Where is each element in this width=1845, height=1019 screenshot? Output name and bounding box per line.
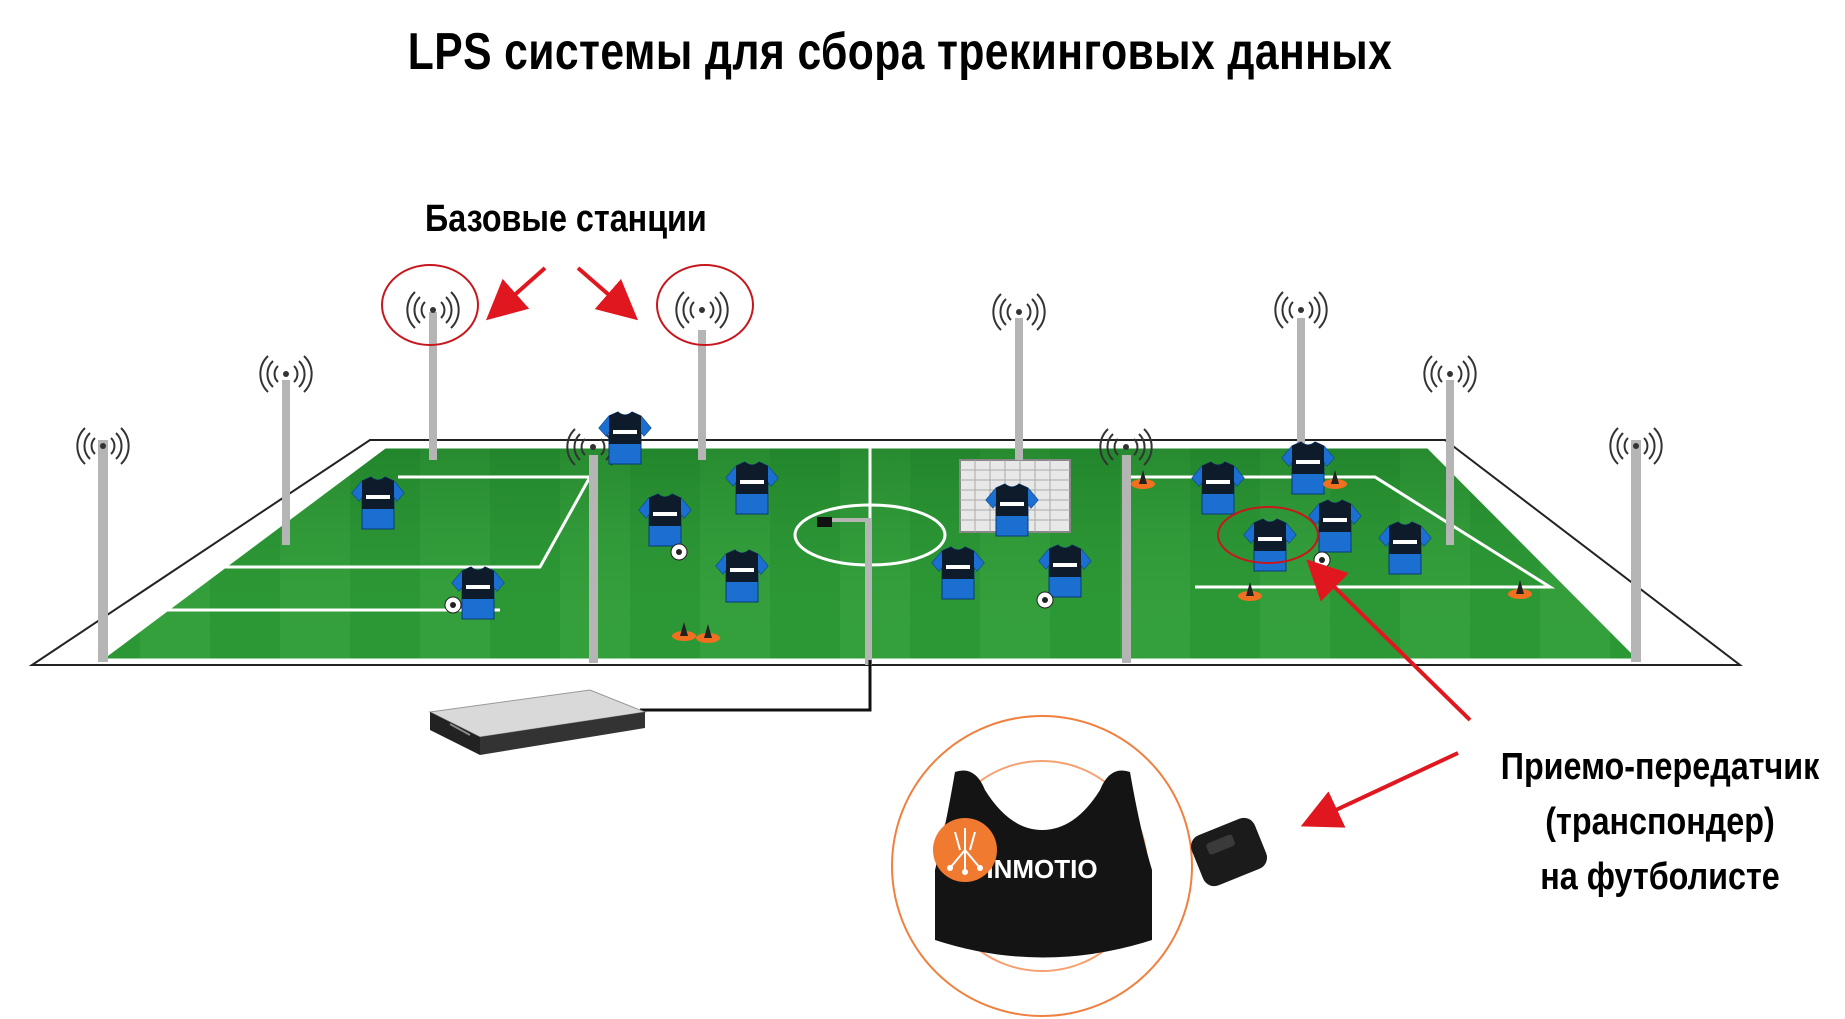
arrow: [486, 266, 547, 321]
vest-brand-logo: INMOTIO: [986, 854, 1097, 884]
base-stations-label: Базовые станции: [425, 198, 707, 240]
transponder-label-line1: Приемо-передатчик: [1500, 746, 1820, 788]
arrow: [1306, 559, 1472, 722]
page-title: LPS системы для сбора трекинговых данных: [407, 23, 1393, 81]
cable: [640, 660, 872, 712]
ball-icon: [670, 543, 688, 561]
arrow: [1300, 751, 1459, 828]
ball-icon: [1313, 551, 1331, 569]
vest-illustration: INMOTIO: [935, 770, 1152, 958]
transponder-device-icon: [1190, 817, 1268, 887]
transponder-label: Приемо-передатчик (транспондер) на футбо…: [1499, 740, 1822, 905]
transponder-ring: [891, 715, 1193, 1017]
ball-icon: [444, 596, 462, 614]
transponder-label-line3: на футболисте: [1540, 856, 1780, 898]
center-mount: [817, 517, 872, 530]
antenna-icon: [675, 291, 729, 329]
satellite-icon: [933, 818, 997, 882]
highlight-circle: [381, 264, 479, 346]
transponder-label-line2: (транспондер): [1545, 801, 1775, 843]
highlight-circle: [1217, 506, 1319, 564]
server-icon: [428, 689, 647, 755]
arrow: [576, 266, 639, 321]
base-station-poles: [98, 312, 1641, 665]
highlight-circle: [656, 264, 754, 346]
ball-icon: [1036, 591, 1054, 609]
